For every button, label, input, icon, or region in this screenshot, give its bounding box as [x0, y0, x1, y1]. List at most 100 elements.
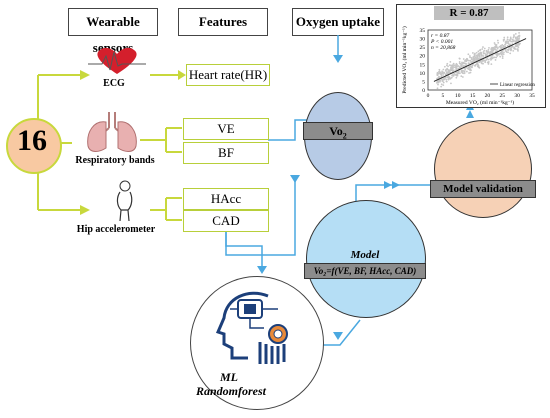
scatter-point — [470, 61, 472, 64]
scatter-point — [445, 71, 448, 74]
scatter-point — [474, 56, 477, 59]
scatter-point — [468, 59, 470, 62]
scatter-point — [476, 58, 479, 61]
scatter-point — [469, 59, 472, 62]
scatter-point — [518, 43, 521, 46]
model-validation-label: Model validation — [430, 180, 536, 198]
scatter-point — [440, 73, 443, 76]
scatter-point — [466, 67, 469, 70]
x-tick-label: 0 — [427, 93, 430, 99]
scatter-point — [485, 49, 488, 52]
scatter-point — [461, 76, 464, 78]
scatter-point — [490, 58, 492, 61]
scatter-point — [469, 65, 472, 68]
scatter-point — [487, 58, 490, 61]
scatter-point — [459, 66, 462, 69]
scatter-point — [500, 53, 503, 56]
scatter-point — [455, 67, 458, 70]
scatter-point — [468, 72, 470, 74]
scatter-point — [448, 76, 451, 78]
scatter-stat: n = 20,868 — [431, 45, 456, 51]
scatter-point — [481, 62, 483, 65]
scatter-point — [445, 70, 447, 72]
scatter-point — [453, 74, 455, 76]
scatter-point — [442, 74, 444, 76]
scatter-point — [455, 76, 458, 79]
scatter-point — [436, 72, 439, 75]
scatter-point — [445, 80, 448, 83]
scatter-point — [439, 71, 442, 74]
scatter-point — [490, 50, 493, 53]
scatter-point — [460, 75, 463, 78]
respiratory-bands-label: Respiratory bands — [75, 155, 155, 166]
scatter-point — [518, 37, 521, 39]
scatter-point — [453, 64, 456, 67]
scatter-stat: P < 0.001 — [430, 39, 453, 45]
scatter-point — [465, 62, 468, 65]
scatter-point — [495, 43, 498, 46]
scatter-title: R = 0.87 — [434, 6, 504, 20]
feature-heart-rate: Heart rate(HR) — [186, 64, 270, 86]
scatter-point — [440, 75, 443, 78]
scatter-point — [499, 55, 502, 58]
scatter-point — [439, 80, 441, 83]
scatter-point — [445, 64, 448, 67]
scatter-point — [506, 36, 509, 39]
scatter-point — [506, 40, 509, 43]
scatter-point — [450, 66, 453, 69]
vo2-subscript: 2 — [342, 131, 347, 141]
scatter-point — [479, 51, 482, 54]
scatter-stat: r = 0.87 — [431, 33, 449, 39]
scatter-point — [445, 73, 448, 75]
scatter-point — [497, 41, 500, 44]
scatter-point — [455, 62, 458, 65]
scatter-point — [510, 49, 512, 52]
scatter-point — [504, 48, 507, 51]
scatter-point — [457, 65, 460, 67]
scatter-point — [471, 52, 474, 54]
scatter-point — [488, 46, 490, 49]
scatter-point — [437, 79, 440, 82]
scatter-point — [502, 45, 505, 47]
scatter-point — [438, 68, 441, 71]
scatter-point — [510, 46, 513, 49]
scatter-point — [504, 45, 507, 48]
scatter-point — [495, 56, 498, 59]
scatter-point — [512, 36, 515, 39]
scatter-point — [444, 77, 447, 79]
scatter-point — [506, 44, 509, 47]
scatter-point — [481, 60, 484, 63]
scatter-point — [486, 51, 489, 53]
scatter-point — [461, 65, 463, 68]
scatter-point — [476, 62, 479, 65]
scatter-point — [447, 78, 450, 81]
y-tick-label: 30 — [420, 37, 426, 43]
scatter-point — [445, 68, 447, 71]
scatter-point — [507, 51, 509, 54]
scatter-point — [448, 64, 451, 67]
scatter-point — [496, 53, 499, 56]
scatter-point — [516, 45, 519, 47]
scatter-point — [513, 39, 515, 42]
scatter-point — [451, 64, 454, 67]
scatter-point — [504, 41, 507, 44]
y-tick-label: 25 — [420, 45, 426, 51]
scatter-point — [491, 57, 494, 60]
scatter-point — [449, 71, 452, 74]
scatter-point — [493, 48, 496, 51]
x-tick-label: 15 — [470, 93, 476, 99]
scatter-point — [503, 51, 505, 54]
legend-label: Linear regression — [500, 83, 535, 88]
scatter-axes-frame — [427, 29, 533, 91]
robot-head-icon — [215, 291, 288, 364]
scatter-point — [460, 69, 463, 72]
scatter-point — [478, 57, 481, 59]
scatter-point — [491, 54, 494, 57]
scatter-point — [509, 52, 512, 55]
scatter-point — [442, 84, 445, 87]
lungs-icon — [87, 112, 137, 152]
scatter-point — [473, 52, 476, 55]
scatter-point — [514, 45, 517, 48]
scatter-point — [477, 66, 480, 69]
scatter-point — [467, 53, 470, 56]
